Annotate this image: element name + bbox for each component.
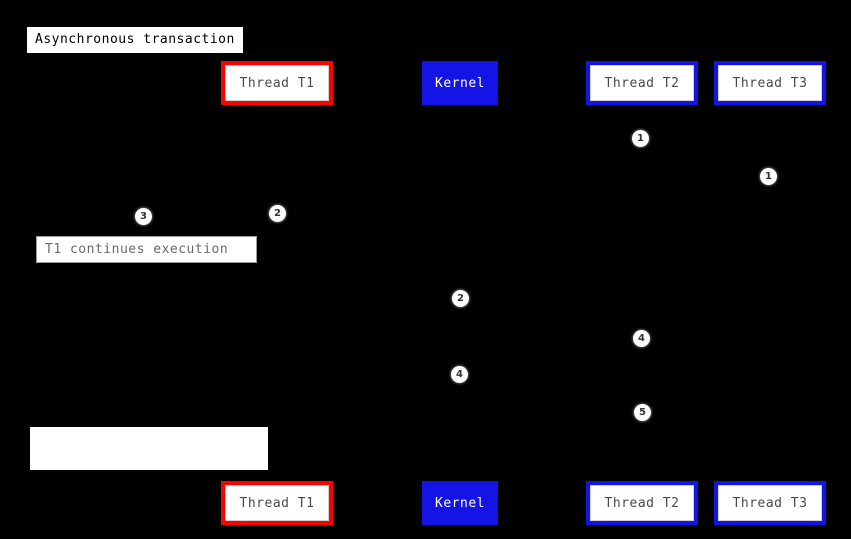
participant-label: Thread T1 — [239, 75, 315, 91]
lifeline-anchor-t3-top — [767, 103, 773, 108]
marker-t2-4: 4 — [633, 330, 650, 347]
marker-t3-1: 1 — [760, 168, 777, 185]
participant-kernel-top[interactable]: Kernel — [422, 61, 498, 105]
lifeline-anchor-kernel-bottom — [457, 478, 463, 483]
marker-t1-3: 3 — [135, 208, 152, 225]
note-text: T1 continues execution — [45, 242, 229, 257]
participant-t1-top[interactable]: Thread T1 — [221, 61, 333, 105]
participant-t1-bottom[interactable]: Thread T1 — [221, 481, 333, 525]
participant-t3-top[interactable]: Thread T3 — [714, 61, 826, 105]
participant-t2-bottom[interactable]: Thread T2 — [586, 481, 698, 525]
marker-kernel-2: 2 — [452, 290, 469, 307]
participant-label: Thread T3 — [732, 495, 808, 511]
participant-label: Thread T1 — [239, 495, 315, 511]
participant-t2-top[interactable]: Thread T2 — [586, 61, 698, 105]
marker-t1-2: 2 — [269, 205, 286, 222]
participant-label: Kernel — [435, 75, 485, 91]
lifeline-t2 — [641, 105, 643, 481]
lifeline-anchor-t2-bottom — [639, 478, 645, 483]
participant-label: Thread T3 — [732, 75, 808, 91]
lifeline-anchor-t1-bottom — [274, 478, 280, 483]
participant-t3-bottom[interactable]: Thread T3 — [714, 481, 826, 525]
lifeline-anchor-t1-top — [274, 103, 280, 108]
note-t1-continues: T1 continues execution — [36, 236, 257, 263]
note-blank — [30, 427, 268, 470]
marker-t2-1: 1 — [632, 130, 649, 147]
lifeline-t1 — [276, 105, 278, 481]
lifeline-anchor-t3-bottom — [767, 478, 773, 483]
participant-kernel-bottom[interactable]: Kernel — [422, 481, 498, 525]
lifeline-anchor-t2-top — [639, 103, 645, 108]
marker-t2-5: 5 — [634, 404, 651, 421]
diagram-title: Asynchronous transaction — [26, 26, 244, 54]
marker-kernel-4: 4 — [451, 366, 468, 383]
participant-label: Thread T2 — [604, 75, 680, 91]
participant-label: Kernel — [435, 495, 485, 511]
lifeline-anchor-kernel-top — [457, 103, 463, 108]
lifeline-t3 — [769, 105, 771, 481]
participant-label: Thread T2 — [604, 495, 680, 511]
